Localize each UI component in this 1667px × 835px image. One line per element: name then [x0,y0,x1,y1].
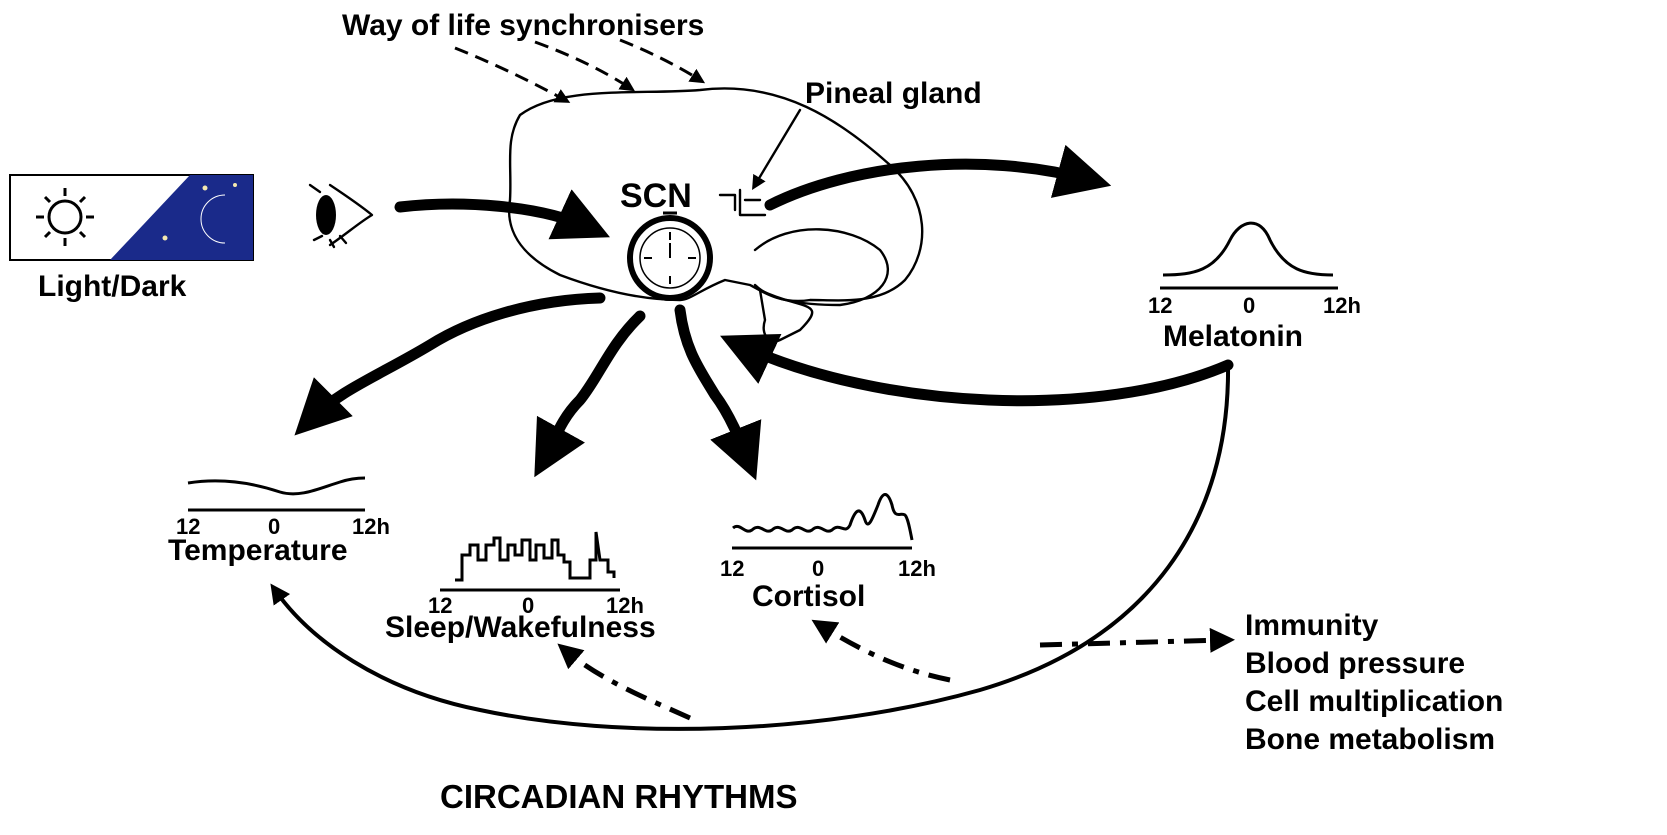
sync-arrow-3 [620,40,700,80]
sleep-curve [455,532,614,580]
melatonin-tick-end: 12h [1323,293,1361,318]
effect-item: Cell multiplication [1245,685,1503,718]
cortisol-tick-start: 12 [720,556,744,581]
scn-to-melatonin-arrow [770,164,1090,205]
melatonin-feedback-arrow [740,345,1228,401]
temperature-label: Temperature [168,534,348,567]
scn-to-temperature-arrow [310,298,600,420]
scn-label: SCN [620,177,692,215]
arc-to-effects-dashed-arrow [1040,640,1225,645]
cortisol-tick-end: 12h [898,556,936,581]
scn-clock-icon [630,213,710,298]
effect-item: Blood pressure [1245,647,1465,680]
melatonin-curve [1163,223,1333,275]
arc-to-sleep-dashed-arrow [565,650,690,718]
cortisol-chart: 12 0 12h [720,494,936,581]
melatonin-label: Melatonin [1163,320,1303,353]
light-to-scn-arrow [400,204,590,228]
temperature-curve [188,478,365,494]
light-dark-label: Light/Dark [38,270,187,303]
sync-arrow-2 [535,42,630,88]
melatonin-chart: 12 0 12h [1148,223,1361,318]
cortisol-curve [733,494,912,540]
effects-list: Immunity Blood pressure Cell multiplicat… [1245,609,1503,756]
sync-arrow-1 [455,48,565,100]
temperature-tick-end: 12h [352,514,390,539]
arc-to-cortisol-dashed-arrow [820,625,950,680]
pineal-pointer [755,110,800,185]
effect-item: Bone metabolism [1245,723,1495,756]
melatonin-tick-start: 12 [1148,293,1172,318]
eye-icon [310,185,372,247]
pineal-gland-label: Pineal gland [805,77,982,110]
light-dark-panel [10,175,253,260]
sleep-label: Sleep/Wakefulness [385,611,656,644]
temperature-chart: 12 0 12h [176,478,390,539]
sleep-chart: 12 0 12h [428,532,644,618]
way-of-life-label: Way of life synchronisers [342,9,704,42]
cortisol-tick-mid: 0 [812,556,824,581]
scn-to-cortisol-arrow [680,310,748,460]
scn-to-sleep-arrow [545,316,640,458]
cortisol-label: Cortisol [752,580,865,613]
effect-item: Immunity [1245,609,1379,642]
diagram-title: CIRCADIAN RHYTHMS [440,778,798,815]
melatonin-tick-mid: 0 [1243,293,1255,318]
